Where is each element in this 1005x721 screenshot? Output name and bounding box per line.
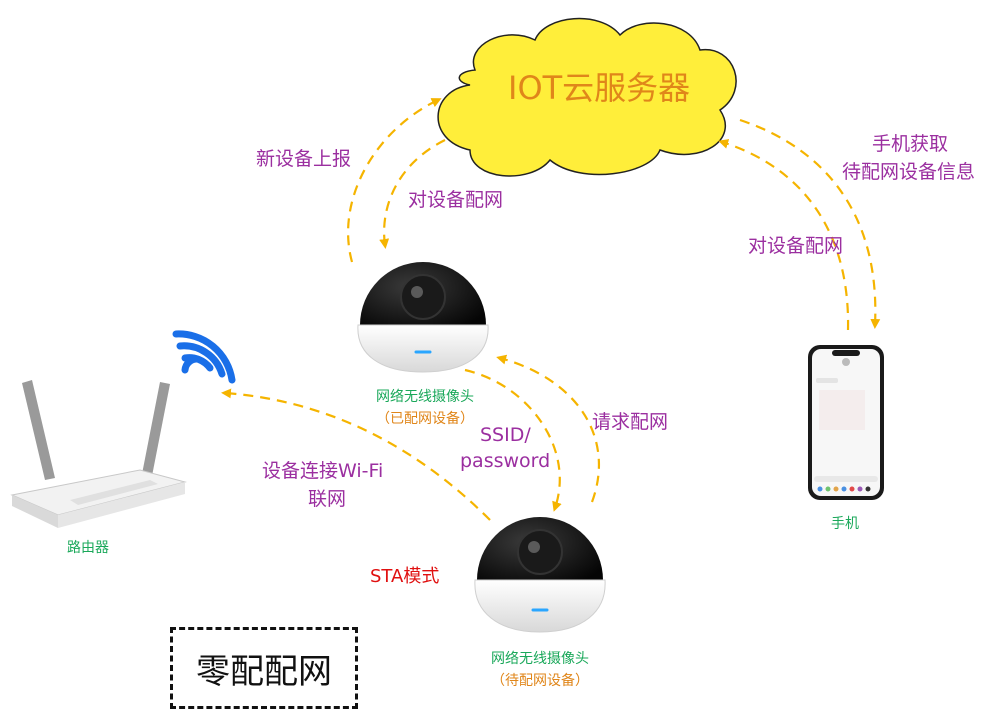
label-password: password [460,450,551,472]
phone-icon [808,345,884,500]
label-sta-mode: STA模式 [370,566,440,587]
camera-bottom-name: 网络无线摄像头 [491,651,589,667]
wifi-icon [172,330,236,384]
label-phone-get-info-2: 待配网设备信息 [842,161,976,183]
label-request-config: 请求配网 [592,411,669,433]
label-new-device-report: 新设备上报 [256,148,352,170]
camera-icon-bottom [474,517,606,633]
arrow-config-device-right [718,139,850,331]
label-config-device-right: 对设备配网 [748,235,844,257]
camera-bottom-status: （待配网设备） [491,673,589,689]
camera-top-status: （已配网设备） [376,411,474,427]
label-wifi-connect-1: 设备连接Wi-Fi [262,460,384,482]
arrow-config-device-left [379,139,446,249]
cloud-label: IOT云服务器 [508,69,691,107]
cloud-shape [437,17,737,177]
arrow-phone-get-info [739,118,881,329]
arrow-wifi-connect [221,388,491,521]
label-config-device-left: 对设备配网 [408,189,504,211]
arrow-request-config [496,354,601,503]
label-ssid: SSID/ [480,424,531,446]
arrow-new-device-report [347,98,442,263]
diagram-title: 零配配网 [170,627,358,709]
phone-name: 手机 [831,516,859,532]
label-wifi-connect-2: 联网 [308,488,347,510]
arrow-ssid-password [464,368,562,512]
router-name: 路由器 [67,540,109,556]
camera-top-name: 网络无线摄像头 [376,389,474,405]
camera-icon-top [357,262,489,373]
router-icon [10,380,187,528]
label-phone-get-info-1: 手机获取 [872,133,949,155]
